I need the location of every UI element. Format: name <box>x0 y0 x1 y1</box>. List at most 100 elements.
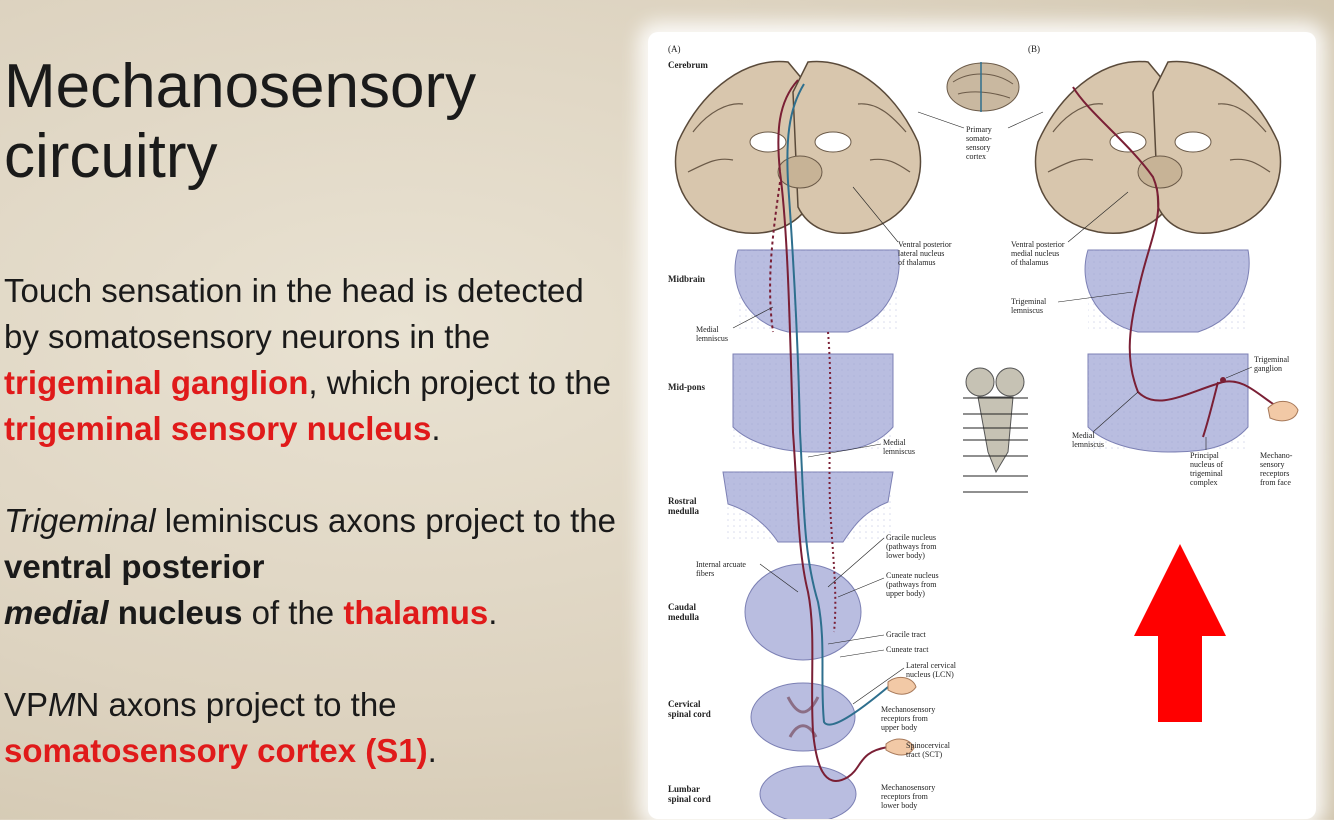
cervical-section-a <box>751 683 855 751</box>
title-line-2: circuitry <box>4 122 604 192</box>
highlight-thalamus: thalamus <box>343 594 488 631</box>
fr-line-1: Mechano- <box>1260 451 1293 460</box>
lr-line-1: Mechanosensory <box>881 783 935 792</box>
primary-s1-line-4: cortex <box>966 152 986 161</box>
lcn-line-2: nucleus (LCN) <box>906 670 954 679</box>
p1-text-2: , which project to the <box>308 364 611 401</box>
ur-line-3: upper body <box>881 723 917 732</box>
level-cerebrum: Cerebrum <box>668 60 708 70</box>
ur-line-2: receptors from <box>881 714 929 723</box>
slide-title: Mechanosensory circuitry <box>4 52 604 192</box>
trigeminal-ganglion-dot <box>1220 377 1226 383</box>
ml-a1-line-1: Medial <box>696 325 719 334</box>
pons-section-a <box>733 354 893 452</box>
ml-a2-line-2: lemniscus <box>883 447 915 456</box>
vpm-line-2: medial nucleus <box>1011 249 1059 258</box>
pathway-figure: (A) (B) Cerebrum Midbrain Mid-pons Rostr… <box>648 32 1316 819</box>
upper-body-skin <box>888 677 916 694</box>
pn-line-1: Principal <box>1190 451 1220 460</box>
brain-inset-icon <box>947 62 1019 112</box>
sct-line-2: tract (SCT) <box>906 750 943 759</box>
title-line-1: Mechanosensory <box>4 52 604 122</box>
vpl-label: Ventral posterior lateral nucleus of tha… <box>898 240 952 267</box>
p2-text-4: . <box>488 594 497 631</box>
level-rostral-medulla-2: medulla <box>668 506 700 516</box>
level-caudal-medulla-2: medulla <box>668 612 700 622</box>
p2-italic-medial: medial <box>4 594 109 631</box>
fr-line-3: receptors <box>1260 469 1289 478</box>
ml-a2-line-1: Medial <box>883 438 906 447</box>
lr-line-2: receptors from <box>881 792 929 801</box>
fr-line-4: from face <box>1260 478 1291 487</box>
p1-text-1: Touch sensation in the head is detected … <box>4 272 584 355</box>
sct-line-1: Spinocervical <box>906 741 951 750</box>
trigeminal-lemniscus-label: Trigeminal lemniscus <box>1011 297 1047 315</box>
primary-s1-label: Primary somato- sensory cortex <box>966 125 992 161</box>
lcn-line-1: Lateral cervical <box>906 661 957 670</box>
lcn-label: Lateral cervical nucleus (LCN) <box>906 661 957 679</box>
vpm-line-1: Ventral posterior <box>1011 240 1065 249</box>
p1-text-3: . <box>431 410 440 447</box>
internal-arcuate-label: Internal arcuate fibers <box>696 560 746 578</box>
paragraph-vpmn: VPMN axons project to the somatosensory c… <box>4 682 624 774</box>
slide-body: Touch sensation in the head is detected … <box>4 268 624 820</box>
principal-nucleus-label: Principal nucleus of trigeminal complex <box>1190 451 1224 487</box>
vpl-line-1: Ventral posterior <box>898 240 952 249</box>
ur-line-1: Mechanosensory <box>881 705 935 714</box>
level-lumbar-1: Lumbar <box>668 784 700 794</box>
tg-line-1: Trigeminal <box>1254 355 1290 364</box>
trigeminal-ganglion-label: Trigeminal ganglion <box>1254 355 1290 373</box>
level-rostral-medulla-1: Rostral <box>668 496 697 506</box>
lower-receptors-label: Mechanosensory receptors from lower body <box>881 783 935 810</box>
medial-lemniscus-a1-label: Medial lemniscus <box>696 325 728 343</box>
gracile-tract-label: Gracile tract <box>886 630 927 639</box>
highlight-trigeminal-sensory-nucleus: trigeminal sensory nucleus <box>4 410 431 447</box>
p3-text-1: VP <box>4 686 48 723</box>
ml-b-line-2: lemniscus <box>1072 440 1104 449</box>
vpm-line-3: of thalamus <box>1011 258 1049 267</box>
caudal-medulla-section-a <box>745 564 861 660</box>
pathway-diagram: (A) (B) Cerebrum Midbrain Mid-pons Rostr… <box>648 32 1316 819</box>
brainstem-inset <box>963 368 1028 492</box>
primary-s1-line-1: Primary <box>966 125 992 134</box>
ia-line-1: Internal arcuate <box>696 560 746 569</box>
cuneate-nucleus-label: Cuneate nucleus (pathways from upper bod… <box>886 571 939 598</box>
ml-b-line-1: Medial <box>1072 431 1095 440</box>
lumbar-section-a <box>760 766 856 819</box>
p2-bold-nucleus: nucleus <box>109 594 243 631</box>
primary-s1-line-3: sensory <box>966 143 990 152</box>
fr-line-2: sensory <box>1260 460 1284 469</box>
brain-coronal-section-a <box>676 61 921 233</box>
midbrain-section-b <box>1085 250 1249 332</box>
p2-text-3: of the <box>242 594 343 631</box>
trig-lem-line-1: Trigeminal <box>1011 297 1047 306</box>
level-caudal-medulla-1: Caudal <box>668 602 697 612</box>
rostral-medulla-section-a <box>723 472 893 542</box>
level-midpons: Mid-pons <box>668 382 706 392</box>
pn-line-2: nucleus of <box>1190 460 1223 469</box>
paragraph-lemniscus: Trigeminal leminiscus axons project to t… <box>4 498 624 636</box>
ml-a1-line-2: lemniscus <box>696 334 728 343</box>
cuneate-tract-label: Cuneate tract <box>886 645 929 654</box>
p3-text-3: . <box>428 732 437 769</box>
level-cervical-1: Cervical <box>668 699 701 709</box>
paragraph-trigeminal-ganglion: Touch sensation in the head is detected … <box>4 268 624 452</box>
trig-lem-line-2: lemniscus <box>1011 306 1043 315</box>
panel-b-label: (B) <box>1028 44 1040 54</box>
level-lumbar-2: spinal cord <box>668 794 711 804</box>
p3-italic-m: M <box>48 686 76 723</box>
sct-label: Spinocervical tract (SCT) <box>906 741 951 759</box>
cn-line-2: (pathways from <box>886 580 937 589</box>
pn-line-3: trigeminal <box>1190 469 1224 478</box>
highlight-somatosensory-cortex: somatosensory cortex (S1) <box>4 732 428 769</box>
vpl-line-3: of thalamus <box>898 258 936 267</box>
lr-line-3: lower body <box>881 801 917 810</box>
gracile-nucleus-label: Gracile nucleus (pathways from lower bod… <box>886 533 937 560</box>
pn-line-4: complex <box>1190 478 1218 487</box>
p3-text-2: N axons project to the <box>76 686 397 723</box>
pons-section-b <box>1088 354 1248 452</box>
panel-a-label: (A) <box>668 44 681 54</box>
p2-text-1: leminiscus axons project to the <box>156 502 616 539</box>
ia-line-2: fibers <box>696 569 714 578</box>
up-arrow-icon <box>1134 544 1226 722</box>
